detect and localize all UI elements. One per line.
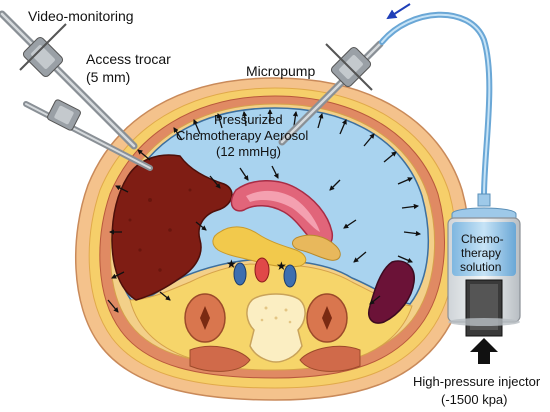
- aerosol-label-line3: (12 mmHg): [216, 144, 281, 159]
- aerosol-label-line2: Chemotherapy Aerosol: [176, 128, 308, 143]
- liver: [111, 154, 233, 301]
- back-muscle-right: [299, 345, 361, 372]
- solution-label-line1: Chemo-: [461, 232, 504, 246]
- aerosol-arrow-icon: [317, 113, 324, 129]
- aerosol-label-line1: Pressurized: [214, 112, 283, 127]
- aerosol-arrow-icon: [369, 295, 381, 305]
- injector-label-line2: (-1500 kpa): [441, 392, 507, 407]
- access-trocar-size-label: (5 mm): [86, 69, 130, 85]
- vena-cava: [233, 262, 247, 286]
- flow-arrow-icon: [386, 3, 411, 20]
- stomach-lumen: [246, 190, 320, 232]
- aerosol-arrow-icon: [115, 185, 129, 193]
- access-trocar-label: Access trocar: [86, 51, 171, 67]
- video-trocar: [0, 10, 138, 150]
- aerosol-arrow-icon: [209, 175, 221, 189]
- aerosol-arrow-icon: [403, 230, 422, 237]
- back-muscle-left: [189, 345, 251, 372]
- high-pressure-injector: [447, 193, 521, 337]
- vessel-right: [283, 264, 297, 288]
- aerosol-arrow-icon: [329, 179, 341, 191]
- aerosol-arrow-icon: [242, 110, 248, 127]
- star-icon: ★: [276, 259, 287, 273]
- aerosol-arrow-icon: [239, 167, 249, 181]
- syringe-solution: [452, 222, 516, 276]
- colon: [292, 234, 341, 261]
- aerosol-arrow-icon: [107, 299, 119, 313]
- aerosol-arrows: [107, 108, 422, 313]
- body-cross-section: ★ ★: [74, 77, 470, 401]
- aerosol-arrow-icon: [292, 110, 298, 127]
- syringe-nozzle: [477, 193, 491, 207]
- micropump-trocar: [278, 40, 384, 146]
- aerosol-arrow-icon: [195, 221, 207, 231]
- star-icon: ★: [226, 257, 237, 271]
- solution-label-line3: solution: [460, 260, 501, 274]
- aerosol-arrow-icon: [343, 219, 357, 229]
- pressure-arrow-icon: [470, 338, 498, 364]
- solution-label-line2: therapy: [461, 246, 501, 260]
- aerosol-arrow-icon: [193, 119, 201, 135]
- aerosol-arrow-icon: [397, 177, 413, 185]
- aerosol-arrow-icon: [353, 251, 367, 263]
- right-renal-pelvis: [322, 306, 332, 330]
- aerosol-arrow-icon: [401, 203, 420, 210]
- pancreas: [212, 226, 307, 268]
- aerosol-arrow-icon: [363, 133, 375, 147]
- aerosol-arrow-icon: [159, 291, 171, 301]
- spleen: [368, 260, 415, 324]
- aerosol-arrow-icon: [339, 119, 347, 135]
- aorta: [254, 257, 270, 283]
- left-renal-pelvis: [200, 306, 210, 330]
- aerosol-arrow-icon: [383, 151, 397, 163]
- aerosol-arrow-icon: [397, 255, 413, 263]
- aerosol-arrow-icon: [216, 113, 223, 129]
- video-monitoring-label: Video-monitoring: [28, 8, 134, 24]
- micropump-label: Micropump: [246, 63, 315, 79]
- aerosol-arrow-icon: [173, 127, 183, 141]
- aerosol-arrow-icon: [137, 149, 151, 161]
- aerosol-arrow-icon: [271, 165, 279, 179]
- vertebra: [246, 293, 306, 363]
- aerosol-arrow-icon: [111, 271, 125, 279]
- injector-label-line1: High-pressure injector: [413, 374, 541, 389]
- access-trocar: [23, 99, 153, 171]
